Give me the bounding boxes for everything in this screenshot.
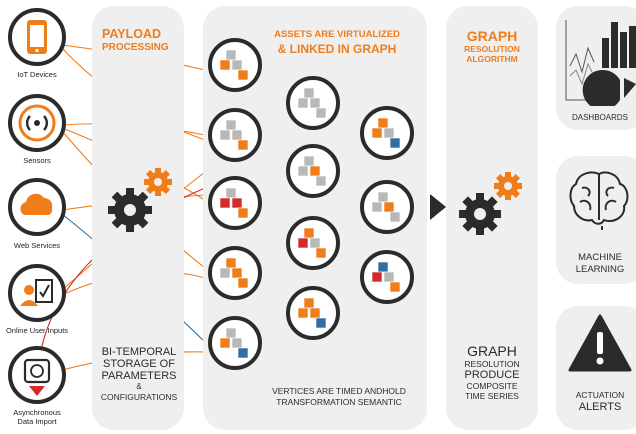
user-checklist-icon [20, 279, 53, 306]
asset-node [360, 180, 414, 234]
storage-line4: & [136, 382, 142, 391]
asset-node [286, 76, 340, 130]
graph-gears-icon [459, 172, 522, 235]
web-services-label: Web Services [13, 241, 61, 250]
web-services-circle [8, 178, 66, 236]
asset-node [360, 106, 414, 160]
async-import-circle [8, 346, 66, 404]
asset-node [286, 286, 340, 340]
arrow-right-icon [430, 194, 446, 220]
dashboards-label: DASHBOARDS [571, 113, 628, 122]
graph-title: GRAPH RESOLUTION ALGORITHM [446, 28, 538, 64]
payload-title-line2: PROCESSING [102, 42, 169, 53]
storage-text: BI-TEMPORAL STORAGE OF PARAMETERS & CONF… [96, 346, 182, 403]
ml-line2: LEARNING [575, 264, 625, 275]
graph-title-line3: ALGORITHM [466, 54, 518, 64]
asset-node [208, 246, 262, 300]
asset-node [286, 216, 340, 270]
storage-line5: CONFIGURATIONS [100, 392, 178, 402]
alerts-line2: ALERTS [578, 401, 622, 413]
graph-title-line2: RESOLUTION [464, 44, 520, 54]
asset-node [208, 38, 262, 92]
alerts-line1: ACTUATION [575, 390, 625, 400]
online-user-inputs-label: Online User Inputs [5, 326, 69, 335]
assets-footer-line1: VERTICES ARE TIMED ANDHOLD [272, 386, 406, 396]
payload-title: PAYLOAD PROCESSING [102, 28, 169, 54]
assets-footer-line2: TRANSFORMATION SEMANTIC [276, 397, 402, 407]
sensor-circle [8, 94, 66, 152]
async-import-label: Asynchronous Data Import [13, 408, 61, 426]
graph-bottom-line3: PRODUCE [464, 369, 520, 381]
graph-bottom-text: GRAPH RESOLUTION PRODUCE COMPOSITE TIME … [446, 343, 538, 402]
asset-node [360, 250, 414, 304]
storage-line2: STORAGE OF [103, 358, 175, 370]
graph-bottom-line4: COMPOSITE [466, 381, 518, 391]
asset-node [208, 108, 262, 162]
iot-devices-label: IoT Devices [17, 70, 57, 79]
asset-node [208, 176, 262, 230]
graph-bottom-line5: TIME SERIES [465, 391, 519, 401]
graph-bottom-line1: GRAPH [467, 343, 517, 359]
payload-title-line1: PAYLOAD [102, 27, 162, 41]
ml-line1: MACHINE [578, 252, 622, 263]
sensor-signal-icon [18, 104, 56, 142]
smartphone-icon [27, 20, 47, 54]
assets-title-line2: & LINKED IN GRAPH [277, 42, 397, 56]
assets-footer: VERTICES ARE TIMED ANDHOLD TRANSFORMATIO… [254, 386, 424, 408]
storage-line1: BI-TEMPORAL [101, 346, 177, 358]
asset-node [208, 316, 262, 370]
assets-title-line1: ASSETS ARE VIRTUALIZED [274, 29, 400, 40]
assets-title: ASSETS ARE VIRTUALIZED & LINKED IN GRAPH [262, 28, 412, 56]
warning-icon [568, 314, 632, 372]
asset-node [286, 144, 340, 198]
chart-thumbnail-icon [565, 20, 636, 106]
graph-bottom-line2: RESOLUTION [464, 359, 520, 369]
brain-icon [569, 171, 629, 230]
iot-device-circle [8, 8, 66, 66]
online-user-input-circle [8, 264, 66, 322]
storage-line3: PARAMETERS [101, 370, 177, 382]
machine-learning-panel [556, 156, 636, 284]
machine-learning-label: MACHINE LEARNING [560, 252, 636, 276]
sensors-label: Sensors [23, 156, 51, 165]
alerts-label: ACTUATION ALERTS [560, 390, 636, 414]
sync-import-icon [23, 358, 51, 396]
graph-title-line1: GRAPH [466, 28, 518, 44]
payload-gears-icon [108, 168, 172, 232]
cloud-icon [20, 193, 53, 215]
